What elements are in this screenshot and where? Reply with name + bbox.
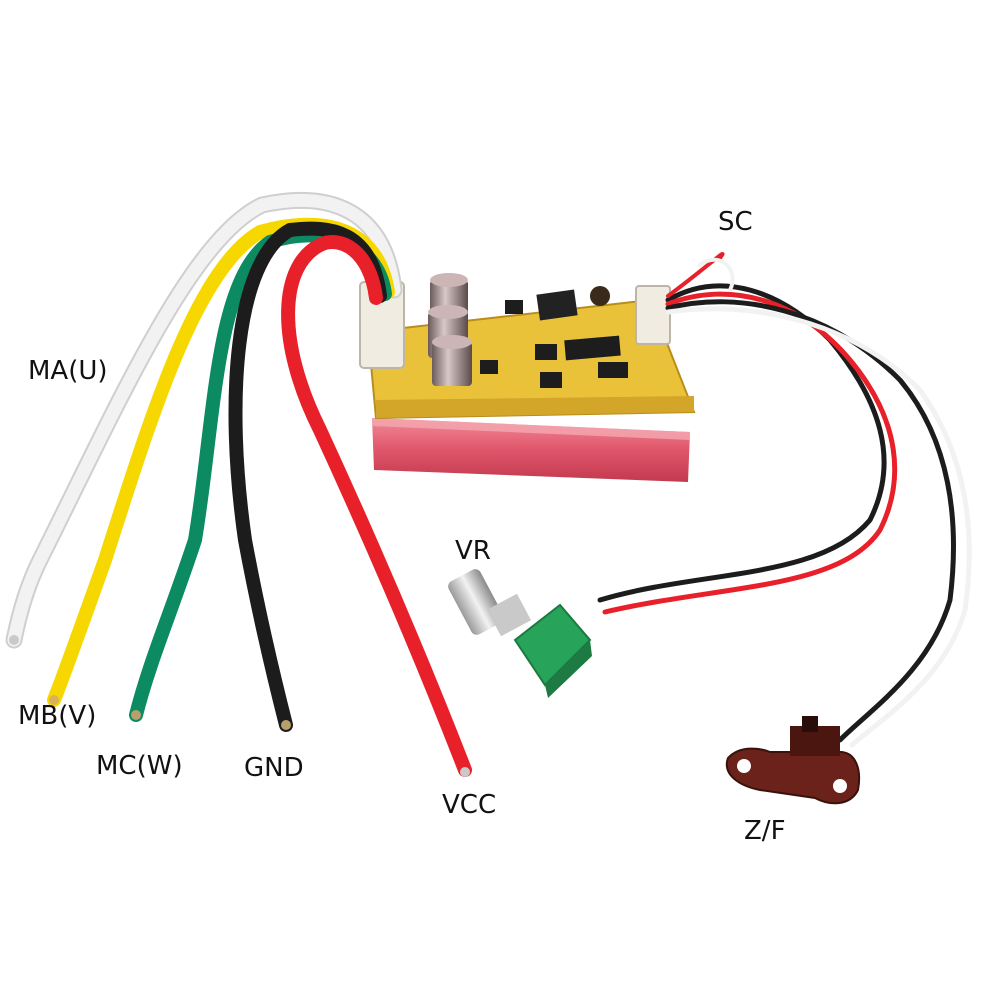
signal-connector bbox=[635, 285, 671, 345]
wire-red bbox=[281, 235, 472, 777]
label-z-f: Z/F bbox=[744, 816, 786, 846]
direction-switch bbox=[725, 716, 860, 805]
label-gnd: GND bbox=[244, 753, 304, 783]
label-vcc: VCC bbox=[442, 790, 497, 820]
capacitors bbox=[428, 273, 472, 386]
label-mb-v: MB(V) bbox=[18, 701, 97, 731]
controller-board bbox=[359, 273, 696, 482]
label-mc-w: MC(W) bbox=[96, 751, 183, 781]
wire-black bbox=[228, 221, 387, 732]
potentiometer bbox=[448, 569, 592, 698]
label-ma-u: MA(U) bbox=[28, 356, 108, 386]
signal-wires bbox=[597, 251, 972, 748]
label-sc: SC bbox=[718, 207, 753, 237]
wire-white bbox=[7, 193, 401, 647]
label-vr: VR bbox=[455, 536, 491, 566]
motor-wires bbox=[5, 191, 472, 777]
